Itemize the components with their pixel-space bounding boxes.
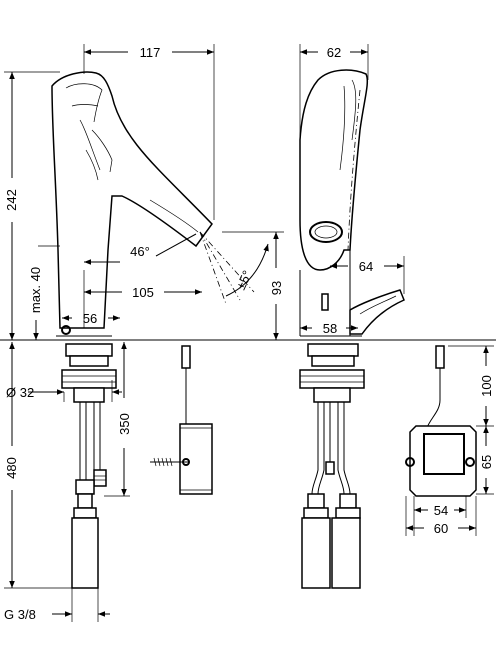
dim-65-label: 65 [479, 455, 494, 469]
dim-max-height: max. 40 [28, 245, 60, 340]
dim-hole-diameter: Ø 32 [6, 380, 122, 402]
dim-lever-offset: 64 [330, 256, 405, 294]
dim-swivel-angle: ±5° [225, 243, 269, 297]
dim-54-label: 54 [434, 503, 448, 518]
dim-hose-length: 350 [104, 339, 132, 497]
dim-base-side: 58 [300, 321, 358, 336]
dim-spout-projection: 105 [83, 270, 202, 328]
dim-box-height: 100 [448, 345, 494, 427]
dim-box-offset: 65 [476, 426, 494, 495]
control-box-front [405, 345, 477, 497]
dim-base-front: 56 [62, 311, 120, 326]
dim-outlet-height: 93 [222, 231, 284, 340]
dim-32-label: Ø 32 [6, 385, 34, 400]
dim-box-outer-width: 60 [405, 496, 477, 536]
dim-5-label: ±5° [233, 268, 255, 292]
dim-depth: 62 [299, 44, 369, 140]
side-view-mounting [299, 343, 365, 589]
dim-56-label: 56 [83, 311, 97, 326]
front-view-mounting [61, 343, 117, 589]
dim-117-label: 117 [140, 45, 161, 60]
dim-60-label: 60 [434, 521, 448, 536]
dim-105-label: 105 [132, 285, 154, 300]
side-view-faucet [299, 69, 405, 337]
dim-350-label: 350 [117, 413, 132, 435]
dim-total-height: 242 [4, 71, 60, 340]
dim-spout-reach: 117 [83, 44, 215, 220]
dim-g38-label: G 3/8 [4, 607, 36, 622]
dim-box-inner-width: 54 [413, 496, 467, 536]
dim-480-label: 480 [4, 457, 19, 479]
dim-62-label: 62 [327, 45, 341, 60]
dim-64-label: 64 [359, 259, 373, 274]
dim-58-label: 58 [323, 321, 337, 336]
dim-spout-angle: 46° [84, 231, 255, 305]
dim-242-label: 242 [4, 189, 19, 211]
control-box-side [150, 345, 213, 495]
dim-46-label: 46° [130, 244, 150, 259]
front-view-faucet [51, 71, 213, 337]
dim-100-label: 100 [479, 375, 494, 397]
dim-max40-label: max. 40 [28, 267, 43, 313]
dim-93-label: 93 [269, 281, 284, 295]
dim-connection-thread: G 3/8 [4, 588, 110, 622]
dim-total-length: 480 [4, 342, 72, 589]
